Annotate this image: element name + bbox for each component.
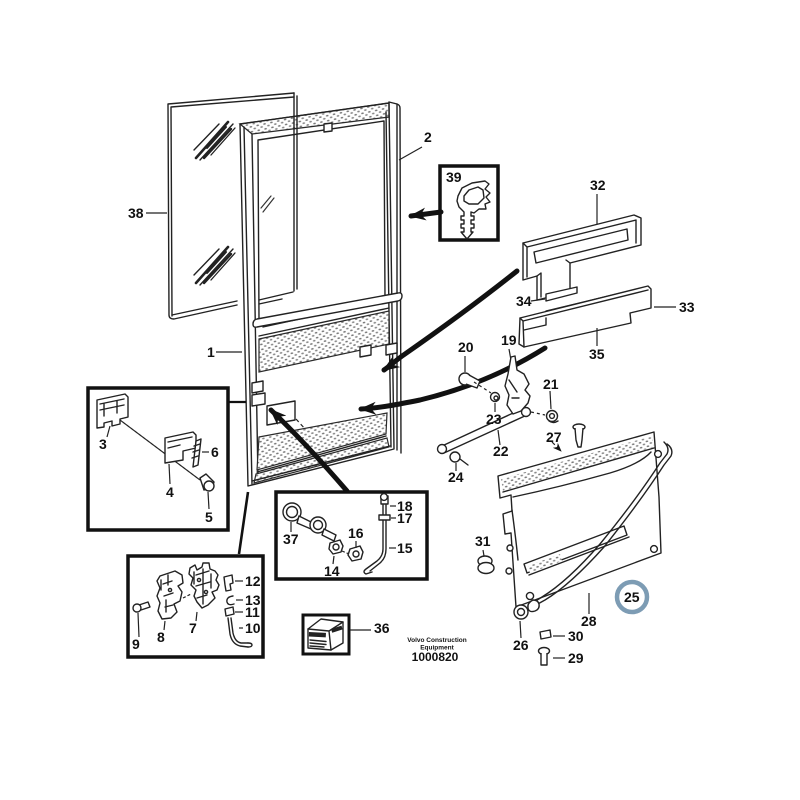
svg-text:25: 25	[624, 589, 640, 605]
svg-text:32: 32	[590, 177, 606, 193]
svg-text:5: 5	[205, 509, 213, 525]
svg-text:39: 39	[446, 169, 462, 185]
svg-text:4: 4	[166, 484, 174, 500]
svg-text:36: 36	[374, 620, 390, 636]
svg-text:22: 22	[493, 443, 509, 459]
svg-text:17: 17	[397, 510, 413, 526]
svg-text:3: 3	[99, 436, 107, 452]
svg-text:15: 15	[397, 540, 413, 556]
svg-text:29: 29	[568, 650, 584, 666]
svg-text:31: 31	[475, 533, 491, 549]
svg-text:1000820: 1000820	[412, 650, 459, 664]
svg-text:12: 12	[245, 573, 261, 589]
svg-text:6: 6	[211, 444, 219, 460]
svg-text:34: 34	[516, 293, 532, 309]
svg-text:37: 37	[283, 531, 299, 547]
svg-text:11: 11	[245, 604, 260, 620]
svg-text:21: 21	[543, 376, 559, 392]
svg-text:35: 35	[589, 346, 605, 362]
svg-text:Equipment: Equipment	[420, 645, 454, 652]
svg-text:9: 9	[132, 636, 140, 652]
svg-text:27: 27	[546, 429, 562, 445]
svg-text:30: 30	[568, 628, 584, 644]
svg-text:28: 28	[581, 613, 597, 629]
svg-text:2: 2	[424, 129, 432, 145]
svg-text:13: 13	[245, 592, 261, 608]
svg-text:20: 20	[458, 339, 474, 355]
svg-text:38: 38	[128, 205, 144, 221]
svg-text:16: 16	[348, 525, 364, 541]
svg-text:19: 19	[501, 332, 517, 348]
svg-text:24: 24	[448, 469, 464, 485]
svg-text:26: 26	[513, 637, 529, 653]
svg-text:1: 1	[207, 344, 215, 360]
svg-text:23: 23	[486, 411, 502, 427]
svg-text:10: 10	[245, 620, 261, 636]
svg-text:7: 7	[189, 620, 197, 636]
svg-text:14: 14	[324, 563, 340, 579]
svg-text:Volvo Construction: Volvo Construction	[407, 637, 466, 644]
svg-text:33: 33	[679, 299, 695, 315]
svg-text:18: 18	[397, 498, 413, 514]
svg-text:8: 8	[157, 629, 165, 645]
